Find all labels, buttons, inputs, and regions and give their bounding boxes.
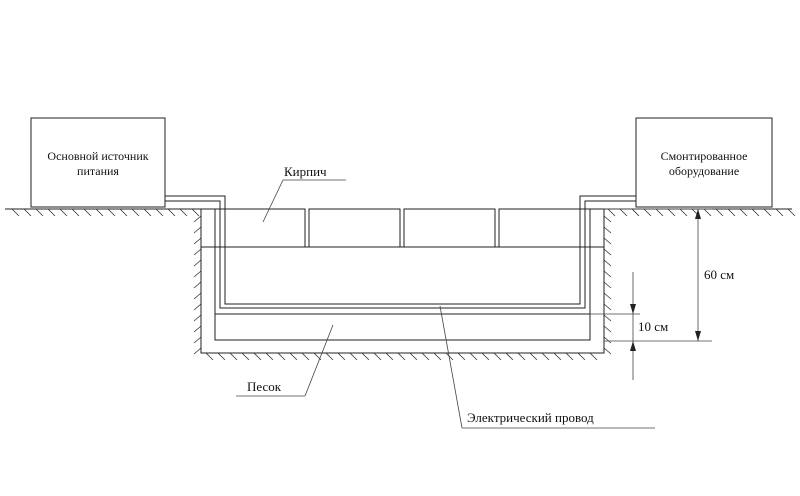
trench-outline — [200, 209, 605, 354]
brick-row — [214, 208, 591, 248]
brick-callout: Кирпич — [262, 164, 346, 223]
sand-dimension-label: 10 см — [638, 319, 668, 334]
sand-label: Песок — [247, 379, 282, 394]
brick-label: Кирпич — [284, 164, 327, 179]
brick — [214, 208, 306, 248]
power-source-label-line1: Основной источник — [47, 149, 148, 163]
equipment-box: Смонтированное оборудование — [635, 117, 773, 208]
dimension-sand: 10 см — [590, 272, 668, 380]
power-source-box: Основной источник питания — [30, 117, 166, 208]
electrical-wire — [165, 195, 636, 309]
brick — [403, 208, 496, 248]
ground-hatching — [11, 208, 796, 361]
equipment-label-line1: Смонтированное — [661, 149, 748, 163]
power-source-label-line2: питания — [77, 164, 119, 178]
wire-callout: Электрический провод — [439, 305, 655, 429]
equipment-label-line2: оборудование — [669, 164, 739, 178]
wire-label: Электрический провод — [467, 410, 594, 425]
sand-callout: Песок — [236, 324, 334, 397]
brick — [498, 208, 591, 248]
depth-dimension-label: 60 см — [704, 267, 734, 282]
dimension-depth: 60 см — [604, 208, 734, 342]
brick — [308, 208, 401, 248]
